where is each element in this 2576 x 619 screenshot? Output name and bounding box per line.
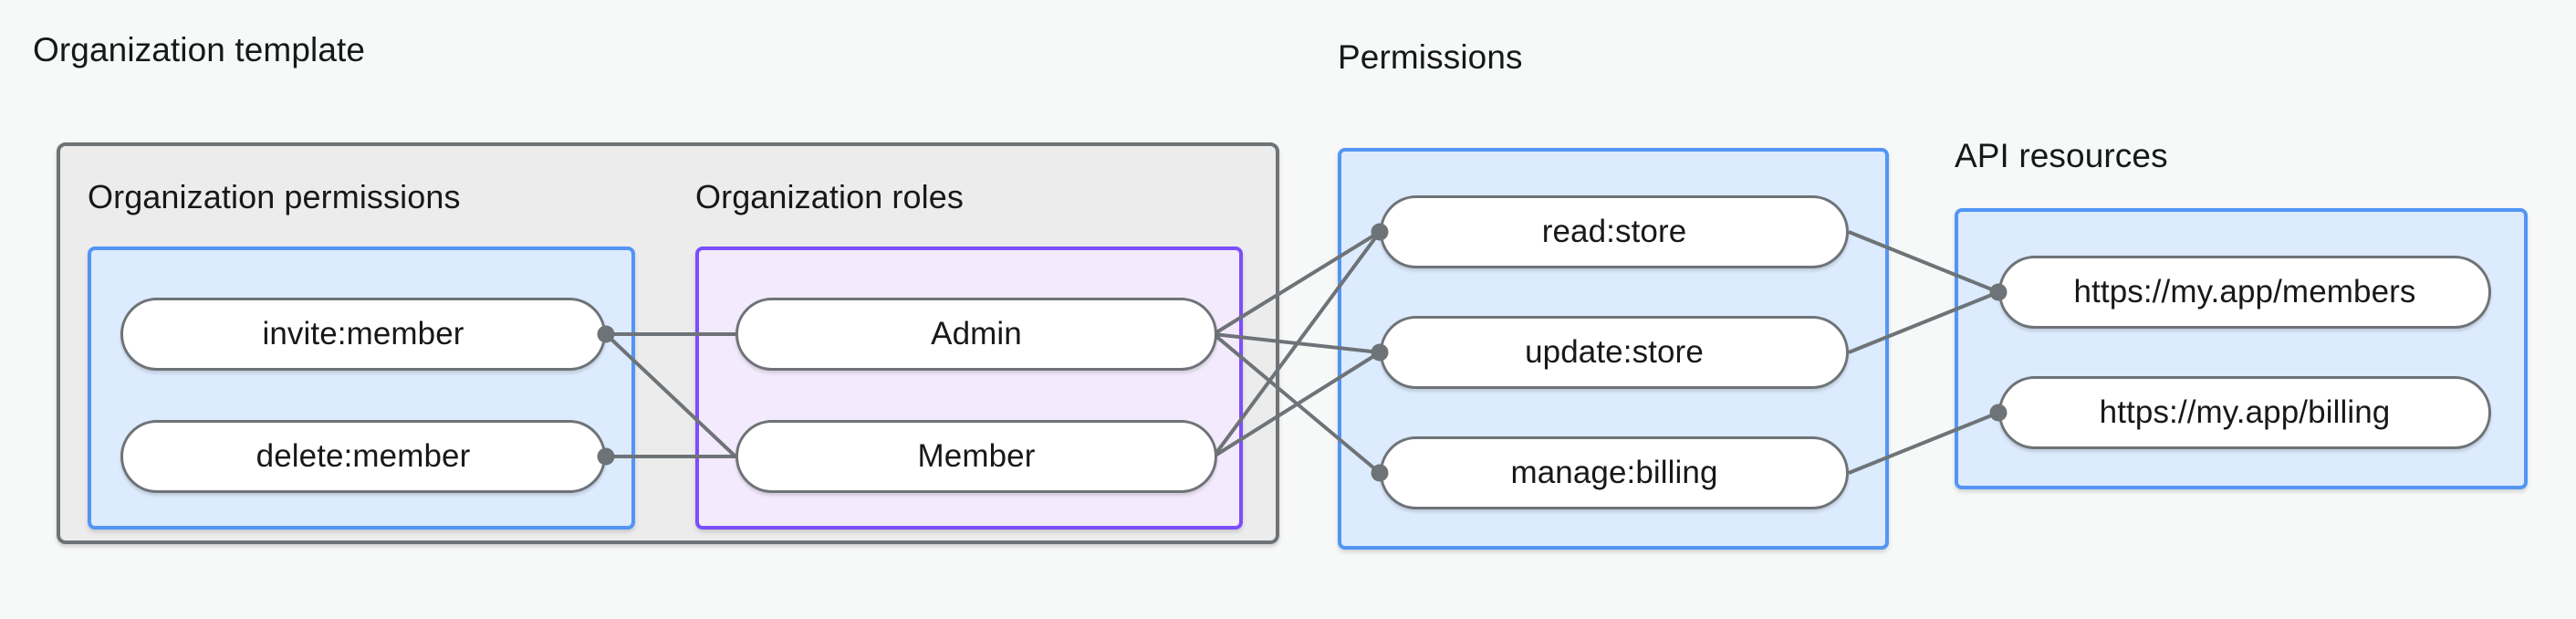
node-update-store[interactable]: update:store — [1380, 316, 1849, 389]
node-manage-billing-label: manage:billing — [1510, 455, 1718, 490]
node-admin-label: Admin — [931, 316, 1022, 351]
node-api-members[interactable]: https://my.app/members — [1998, 256, 2491, 329]
node-member[interactable]: Member — [735, 420, 1217, 493]
node-read-store[interactable]: read:store — [1380, 195, 1849, 268]
node-update-store-label: update:store — [1525, 334, 1704, 370]
node-api-billing-label: https://my.app/billing — [2099, 394, 2391, 430]
node-delete-member[interactable]: delete:member — [120, 420, 606, 493]
node-manage-billing[interactable]: manage:billing — [1380, 436, 1849, 509]
node-invite-member-label: invite:member — [262, 316, 464, 351]
api-resources-title: API resources — [1955, 137, 2168, 174]
node-member-label: Member — [917, 438, 1036, 474]
organization-roles-title: Organization roles — [695, 178, 964, 215]
node-admin[interactable]: Admin — [735, 298, 1217, 371]
node-invite-member[interactable]: invite:member — [120, 298, 606, 371]
organization-template-title: Organization template — [33, 31, 366, 68]
organization-permissions-title: Organization permissions — [88, 178, 461, 215]
node-delete-member-label: delete:member — [256, 438, 471, 474]
node-read-store-label: read:store — [1541, 214, 1687, 249]
permissions-title: Permissions — [1338, 38, 1523, 76]
node-api-members-label: https://my.app/members — [2073, 274, 2416, 310]
node-api-billing[interactable]: https://my.app/billing — [1998, 376, 2491, 449]
